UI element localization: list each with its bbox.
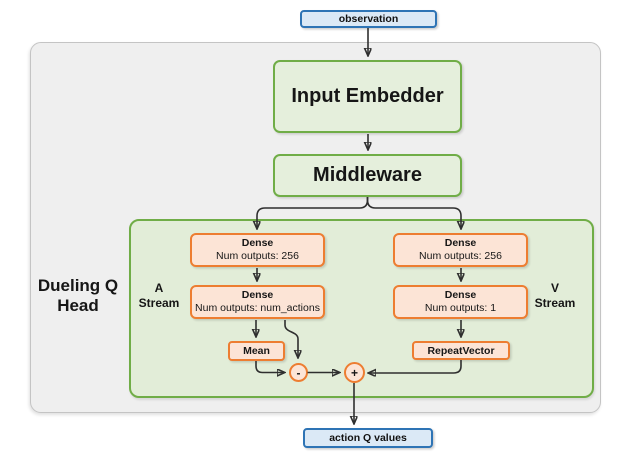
dueling-q-head-label: Dueling Q Head	[30, 276, 126, 316]
v-stream-dense1-block: Dense Num outputs: 256	[393, 233, 528, 267]
a-stream-dense1-detail: Num outputs: 256	[216, 250, 299, 262]
observation-label: observation	[338, 13, 399, 25]
add-operator-label: +	[350, 365, 358, 380]
a-stream-dense2-name: Dense	[241, 289, 274, 301]
v-stream-dense2-name: Dense	[444, 289, 477, 301]
a-stream-dense1-name: Dense	[241, 237, 274, 249]
middleware-block: Middleware	[273, 154, 462, 197]
a-stream-dense2-detail: Num outputs: num_actions	[195, 302, 320, 314]
v-stream-label: V Stream	[529, 281, 581, 311]
a-stream-dense1-block: Dense Num outputs: 256	[190, 233, 325, 267]
mean-block: Mean	[228, 341, 285, 361]
a-stream-label-line2: Stream	[138, 296, 180, 310]
dueling-q-head-label-line2: Head	[57, 296, 99, 315]
subtract-operator-label: -	[296, 365, 301, 380]
middleware-label: Middleware	[313, 164, 422, 186]
v-stream-dense2-detail: Num outputs: 1	[424, 302, 497, 314]
dueling-q-head-label-line1: Dueling Q	[37, 276, 119, 295]
input-embedder-block: Input Embedder	[273, 60, 462, 133]
repeat-vector-label: RepeatVector	[427, 344, 495, 357]
a-stream-label: A Stream	[133, 281, 185, 311]
repeat-vector-block: RepeatVector	[412, 341, 510, 360]
v-stream-dense2-block: Dense Num outputs: 1	[393, 285, 528, 319]
action-q-values-label: action Q values	[329, 432, 407, 444]
a-stream-label-line1: A	[154, 281, 164, 295]
v-stream-label-line2: Stream	[534, 296, 576, 310]
v-stream-label-line1: V	[550, 281, 559, 295]
add-operator-node: +	[344, 362, 365, 383]
observation-node: observation	[300, 10, 437, 28]
a-stream-dense2-block: Dense Num outputs: num_actions	[190, 285, 325, 319]
mean-label: Mean	[243, 345, 270, 357]
input-embedder-label: Input Embedder	[291, 85, 444, 107]
v-stream-dense1-detail: Num outputs: 256	[419, 250, 502, 262]
v-stream-dense1-name: Dense	[444, 237, 477, 249]
action-q-values-node: action Q values	[303, 428, 433, 448]
subtract-operator-node: -	[289, 363, 308, 382]
